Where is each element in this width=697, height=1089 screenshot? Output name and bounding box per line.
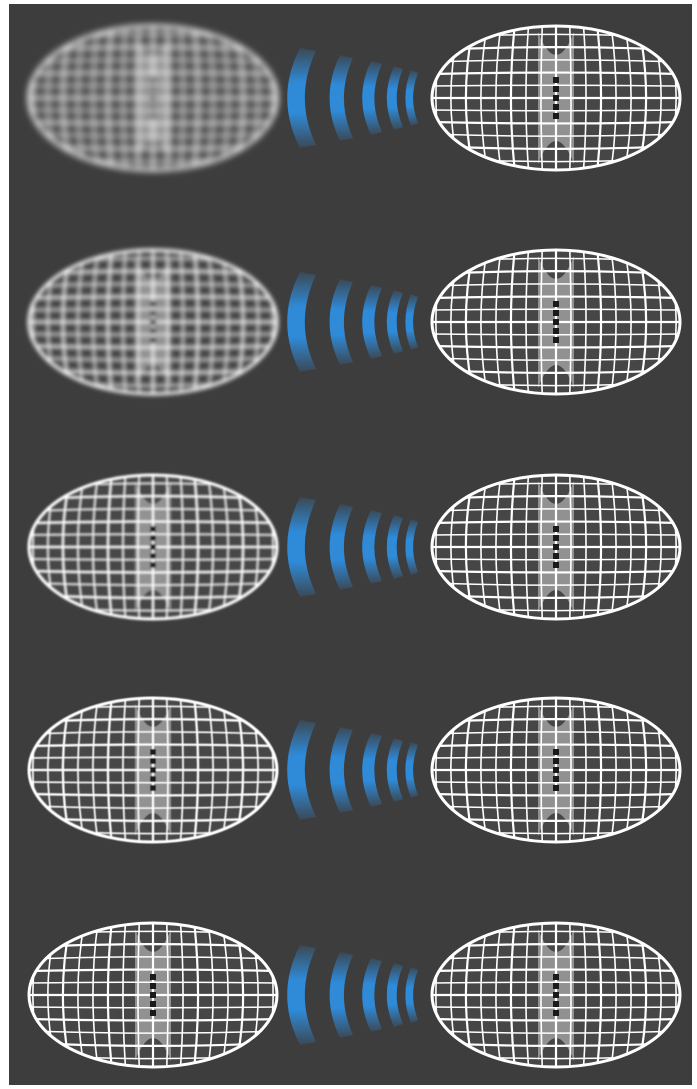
torus-wireframe-icon-source [29,698,277,842]
torus-wireframe-icon-target [432,698,680,842]
torus-wireframe-icon-target [432,923,680,1067]
torus-wireframe-icon-target [432,475,680,619]
torus-wireframe-icon-target [432,250,680,394]
torus-wireframe-icon-source [29,250,277,394]
torus-wireframe-icon-source [29,923,277,1067]
torus-wireframe-icon-source [29,475,277,619]
torus-wireframe-icon-source [29,26,277,170]
torus-wireframe-icon-target [432,26,680,170]
